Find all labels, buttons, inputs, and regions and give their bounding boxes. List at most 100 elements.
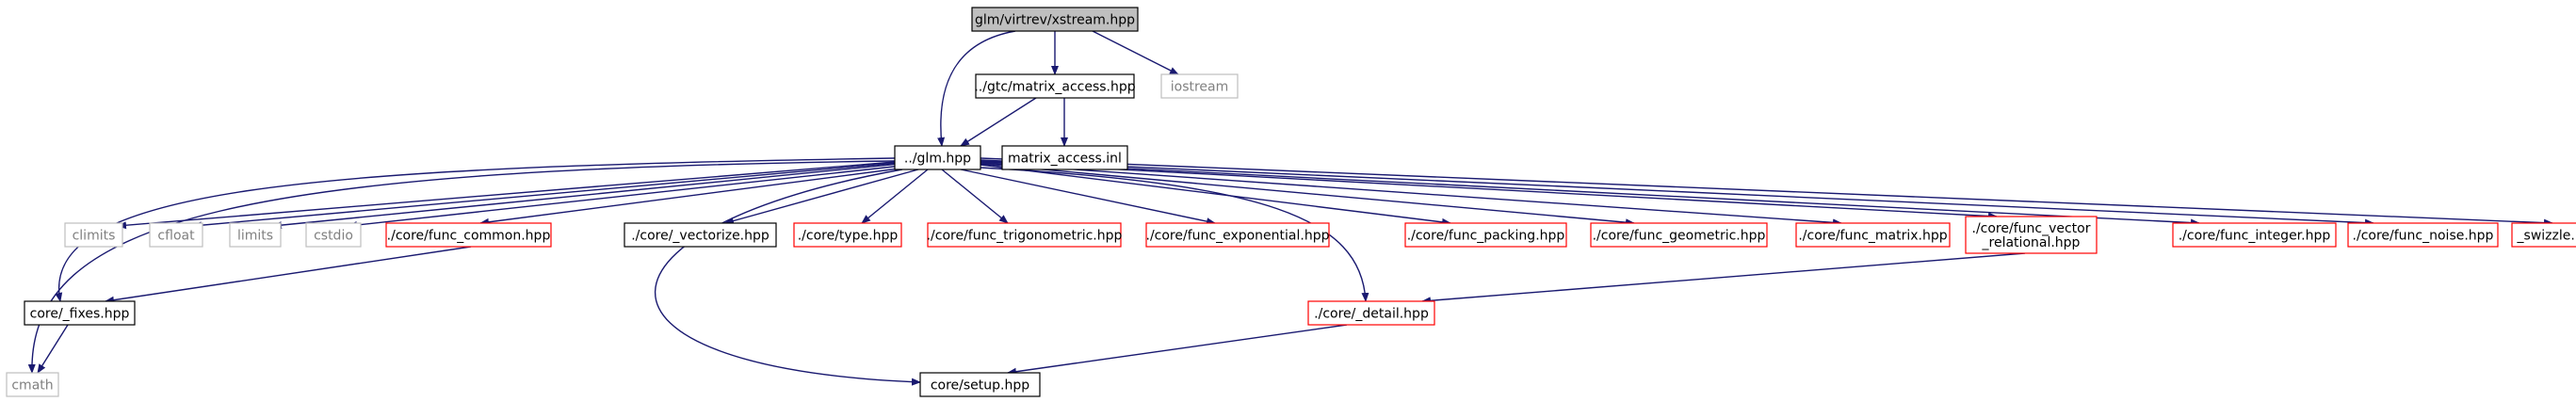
edge-glm-to-func_integer: [980, 160, 2200, 227]
edge-glm-to-func_matrix: [980, 162, 1842, 227]
node-label: ./core/func_matrix.hpp: [1798, 229, 1947, 244]
node-box: [305, 222, 362, 248]
node-box: [2347, 222, 2499, 248]
node-swizzle[interactable]: _swizzle.hpp: [2511, 222, 2576, 248]
node-label: ./core/func_vector_relational.hpp: [1972, 221, 2091, 250]
edge-glm-to-vectorize: [724, 169, 919, 225]
node-box: [1795, 222, 1951, 248]
node-box: [2511, 222, 2576, 248]
node-cmath: cmath: [6, 372, 59, 397]
node-func-integer[interactable]: ./core/func_integer.hpp: [2172, 222, 2337, 248]
node-label: ./core/func_common.hpp: [387, 229, 551, 244]
node-box: [1001, 145, 1128, 170]
node-func-trig[interactable]: ./core/func_trigonometric.hpp: [927, 222, 1123, 248]
node-box: [975, 73, 1135, 99]
edge-glm-to-func_exp: [960, 169, 1216, 226]
node-label: core/_fixes.hpp: [30, 307, 130, 322]
node-box: [1404, 222, 1567, 248]
node-box: [385, 222, 552, 248]
edge-xstream-to-glm: [937, 30, 1016, 147]
node-label: ./core/func_geometric.hpp: [1593, 229, 1766, 244]
node-limits: limits: [229, 222, 282, 248]
edge-glm-to-func_common: [479, 167, 907, 226]
node-box: [2172, 222, 2337, 248]
node-label: matrix_access.inl: [1008, 152, 1122, 167]
node-detail[interactable]: ./core/_detail.hpp: [1307, 300, 1435, 326]
node-box: [1590, 222, 1768, 248]
node-label: ../glm.hpp: [904, 152, 971, 167]
node-box: [6, 372, 59, 397]
node-box: [894, 145, 981, 170]
node-label: ./core/func_trigonometric.hpp: [927, 229, 1123, 244]
edge-func_common-to-fixes: [105, 246, 472, 304]
node-box: [1145, 222, 1330, 248]
node-box: [919, 372, 1041, 397]
node-label: cfloat: [157, 229, 195, 244]
edge-glm-to-setup: [654, 169, 921, 386]
node-cfloat: cfloat: [149, 222, 203, 248]
edge-glm-to-cfloat: [192, 162, 898, 230]
edge-glm-to-func_vector_rel: [980, 161, 1998, 220]
node-box: [927, 222, 1122, 248]
node-label: ./core/type.hpp: [798, 229, 899, 244]
edge-glm-to-detail: [980, 167, 1369, 302]
node-matrix-access-inl[interactable]: matrix_access.inl: [1001, 145, 1128, 170]
edge-glm-to-type: [861, 169, 929, 224]
edge-func_vector_rel-to-detail: [1421, 252, 2026, 305]
node-vectorize[interactable]: ./core/_vectorize.hpp: [624, 222, 777, 248]
edge-glm-to-func_packing: [980, 164, 1451, 226]
node-box: [229, 222, 282, 248]
node-func-exp[interactable]: ./core/func_exponential.hpp: [1145, 222, 1330, 248]
node-label: ./core/_detail.hpp: [1314, 307, 1429, 322]
node-label: climits: [73, 229, 116, 244]
node-fixes[interactable]: core/_fixes.hpp: [24, 300, 136, 326]
edge-xstream-to-iostream: [1092, 30, 1179, 75]
node-layer: glm/virtrev/xstream.hpp ../gtc/matrix_acc…: [6, 7, 2576, 397]
node-box: [971, 7, 1139, 32]
node-box: [1965, 216, 2098, 254]
edge-glm-to-swizzle: [980, 157, 2553, 227]
node-type[interactable]: ./core/type.hpp: [793, 222, 902, 248]
node-label: glm/virtrev/xstream.hpp: [975, 13, 1135, 28]
node-setup[interactable]: core/setup.hpp: [919, 372, 1041, 397]
node-func-packing[interactable]: ./core/func_packing.hpp: [1404, 222, 1567, 248]
node-func-vector-rel[interactable]: ./core/func_vector_relational.hpp: [1965, 216, 2098, 254]
node-label: cmath: [11, 378, 53, 394]
node-label: core/setup.hpp: [931, 378, 1029, 394]
node-label: limits: [237, 229, 273, 244]
node-func-noise[interactable]: ./core/func_noise.hpp: [2347, 222, 2499, 248]
node-label: ../gtc/matrix_access.hpp: [974, 80, 1135, 95]
node-func-geometric[interactable]: ./core/func_geometric.hpp: [1590, 222, 1768, 248]
node-box: [24, 300, 136, 326]
node-box: [624, 222, 777, 248]
node-label: _swizzle.hpp: [2517, 229, 2576, 244]
node-label: ./core/_vectorize.hpp: [631, 229, 770, 244]
node-cstdio: cstdio: [305, 222, 362, 248]
node-glm[interactable]: ../glm.hpp: [894, 145, 981, 170]
node-func-matrix[interactable]: ./core/func_matrix.hpp: [1795, 222, 1951, 248]
edge-glm-to-climits: [117, 161, 896, 230]
edge-glm-to-func_noise: [980, 159, 2374, 227]
node-label: ./core/func_exponential.hpp: [1146, 229, 1330, 244]
node-box: [64, 222, 123, 248]
node-matrix-access-hpp[interactable]: ../gtc/matrix_access.hpp: [974, 73, 1136, 99]
edge-fixes-to-cmath: [37, 324, 69, 374]
node-label: ./core/func_noise.hpp: [2353, 229, 2494, 244]
edge-glm-to-cmath: [27, 160, 896, 374]
node-label: ./core/func_packing.hpp: [1407, 229, 1565, 244]
node-func-common[interactable]: ./core/func_common.hpp: [385, 222, 552, 248]
node-box: [793, 222, 902, 248]
edge-glm-to-func_trig: [941, 169, 1009, 224]
node-box: [1160, 73, 1239, 99]
edge-detail-to-setup: [1007, 324, 1348, 376]
edge-matrix_access_hpp-to-glm: [960, 97, 1037, 147]
node-label: cstdio: [314, 229, 353, 244]
edge-layer: [27, 30, 2553, 386]
edge-glm-to-cstdio: [348, 165, 903, 230]
node-xstream[interactable]: glm/virtrev/xstream.hpp: [971, 7, 1139, 32]
node-box: [1307, 300, 1435, 326]
node-box: [149, 222, 203, 248]
node-label: ./core/func_integer.hpp: [2179, 229, 2331, 244]
node-iostream: iostream: [1160, 73, 1239, 99]
